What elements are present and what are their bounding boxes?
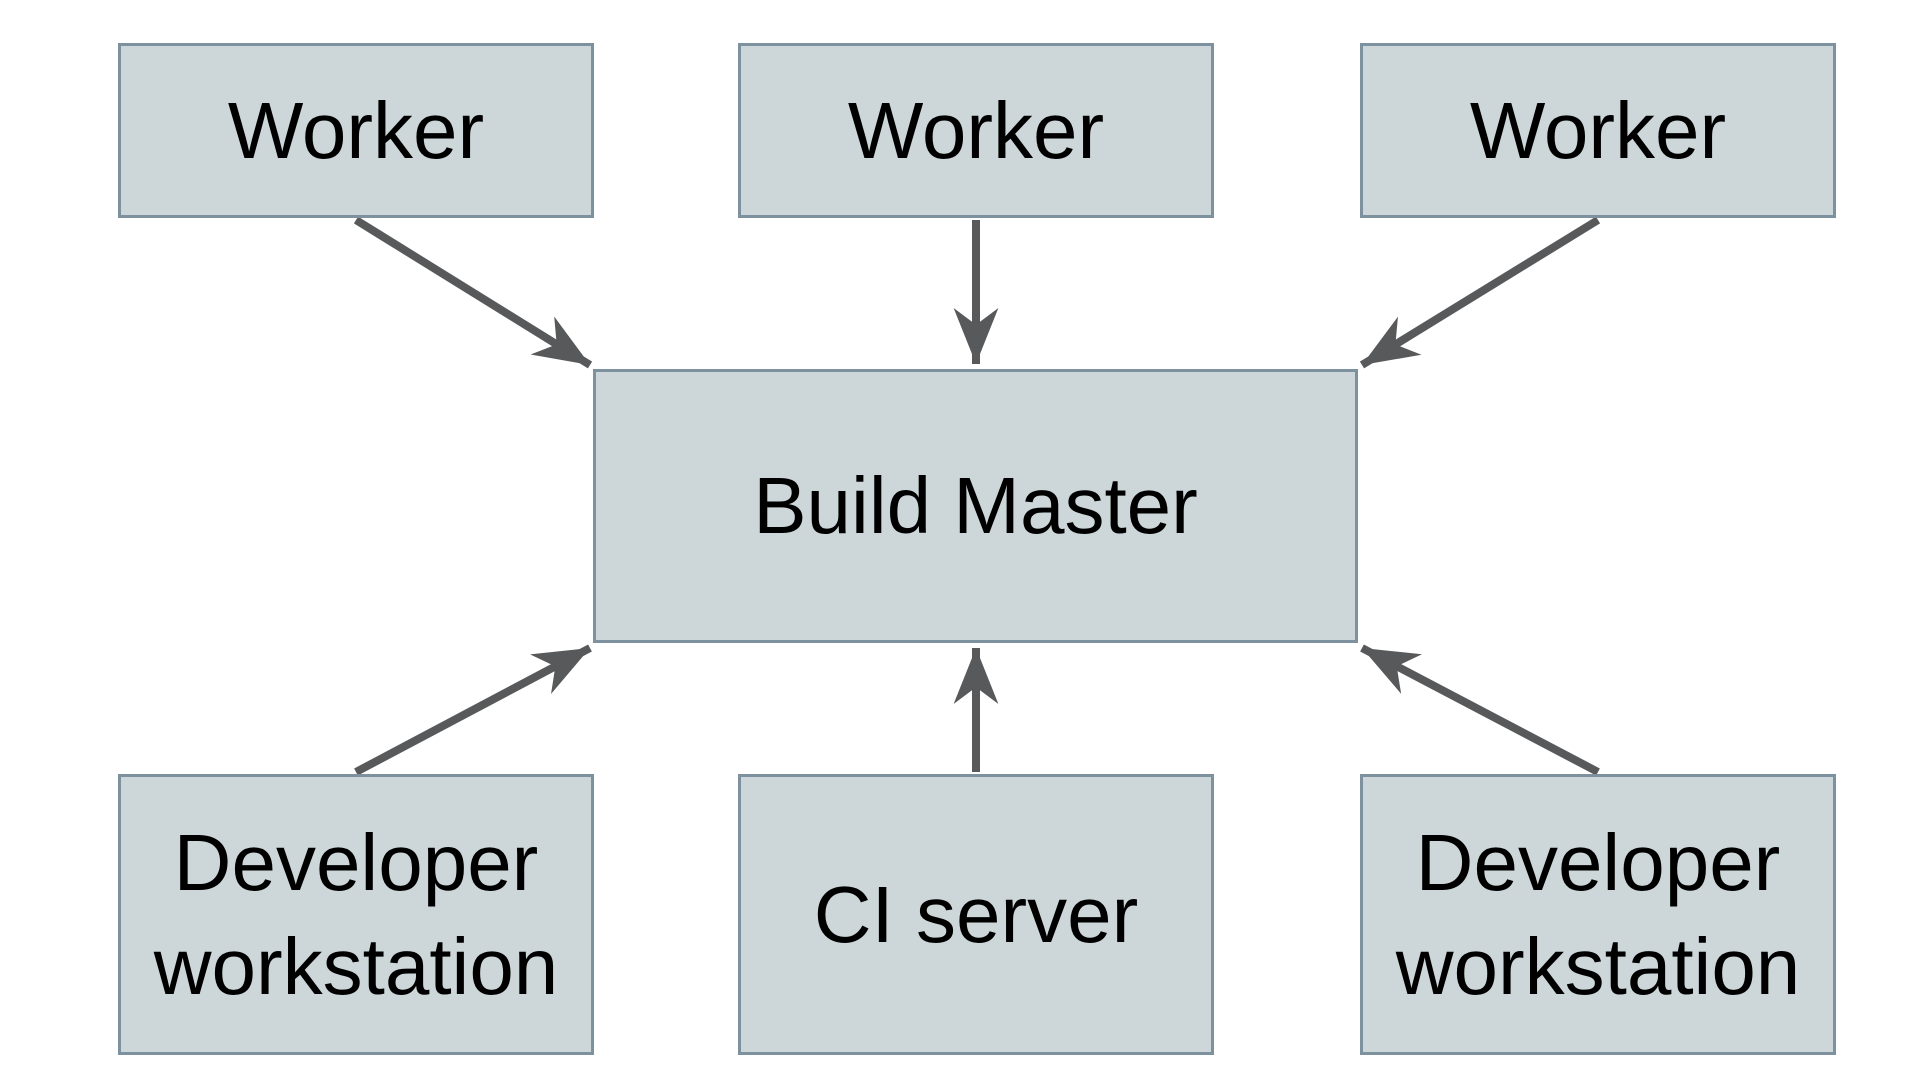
node-developer-workstation-left-label: Developer workstation (153, 817, 559, 1011)
node-developer-workstation-right-label: Developer workstation (1395, 817, 1801, 1011)
node-ci-server: CI server (738, 774, 1214, 1055)
node-ci-server-label: CI server (813, 869, 1139, 959)
node-worker-1: Worker (118, 43, 594, 218)
node-worker-3-label: Worker (1469, 85, 1727, 175)
edge-worker1-to-buildmaster (353, 216, 593, 369)
node-worker-3: Worker (1360, 43, 1836, 218)
node-developer-workstation-right: Developer workstation (1360, 774, 1836, 1055)
node-worker-2-label: Worker (847, 85, 1105, 175)
edge-worker3-to-buildmaster (1359, 216, 1601, 369)
node-developer-workstation-left: Developer workstation (118, 774, 594, 1055)
edge-devws-right-to-buildmaster (1360, 644, 1600, 776)
node-worker-1-label: Worker (227, 85, 485, 175)
node-build-master: Build Master (593, 369, 1358, 643)
edge-devws-left-to-buildmaster (354, 644, 592, 776)
node-build-master-label: Build Master (753, 461, 1198, 550)
node-worker-2: Worker (738, 43, 1214, 218)
